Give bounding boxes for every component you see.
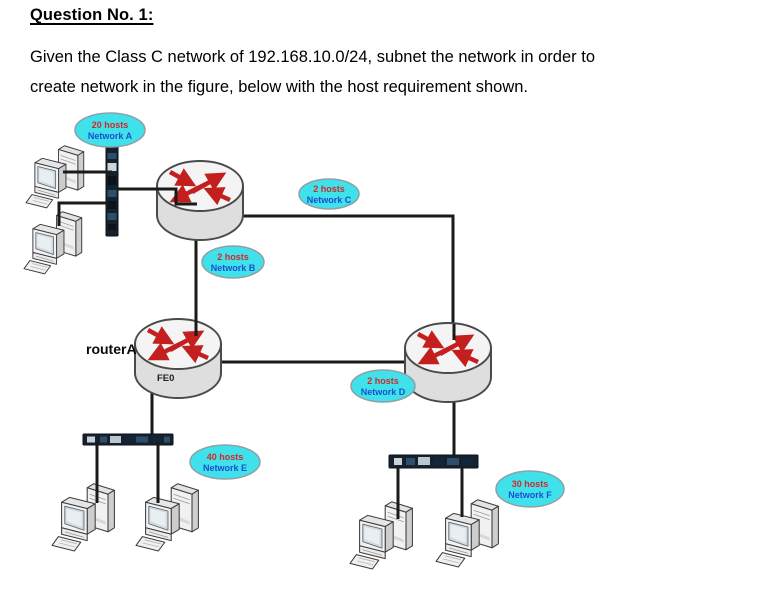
pc-icon-network-a-1 xyxy=(25,145,85,209)
network-d-name: Network D xyxy=(361,387,406,397)
switch-network-e xyxy=(82,433,174,446)
switch-network-a xyxy=(105,145,119,237)
network-e-hosts: 40 hosts xyxy=(207,452,244,462)
network-f-hosts: 30 hosts xyxy=(512,479,549,489)
routerA-label: routerA xyxy=(86,341,137,357)
network-e-label: 40 hosts Network E xyxy=(189,444,261,480)
question-text-line-2: create network in the figure, below with… xyxy=(30,78,529,96)
network-e-name: Network E xyxy=(203,463,247,473)
pc-icon-network-a-2 xyxy=(23,211,83,275)
network-a-hosts: 20 hosts xyxy=(92,120,129,130)
network-c-label: 2 hosts Network C xyxy=(298,178,360,210)
pc-icon-network-e-2 xyxy=(135,483,199,552)
network-c-name: Network C xyxy=(307,195,352,205)
router-icon-top xyxy=(157,161,243,240)
link-network-c xyxy=(230,214,455,338)
question-title: Question No. 1: xyxy=(30,6,154,24)
router-icon-routerA xyxy=(135,319,221,398)
network-f-label: 30 hosts Network F xyxy=(495,470,565,508)
network-d-label: 2 hosts Network D xyxy=(350,369,416,403)
network-b-name: Network B xyxy=(211,263,256,273)
link-switch-a-to-router xyxy=(117,187,197,206)
pc-icon-network-e-1 xyxy=(51,483,115,552)
router-icon-right xyxy=(405,323,491,402)
network-b-label: 2 hosts Network B xyxy=(201,245,265,279)
link-pc2-to-switch-a xyxy=(57,201,108,226)
question-text-line-1: Given the Class C network of 192.168.10.… xyxy=(30,48,595,66)
switch-network-f xyxy=(388,454,479,469)
network-a-name: Network A xyxy=(88,131,133,141)
pc-icon-network-f-2 xyxy=(435,499,499,568)
pc-icon-network-f-1 xyxy=(349,501,413,570)
network-links-overlay xyxy=(57,170,464,519)
network-d-hosts: 2 hosts xyxy=(367,376,399,386)
network-a-label: 20 hosts Network A xyxy=(74,112,146,148)
fe0-interface-label: FE0 xyxy=(157,373,174,384)
network-c-hosts: 2 hosts xyxy=(313,184,345,194)
network-b-hosts: 2 hosts xyxy=(217,252,249,262)
network-f-name: Network F xyxy=(508,490,552,500)
